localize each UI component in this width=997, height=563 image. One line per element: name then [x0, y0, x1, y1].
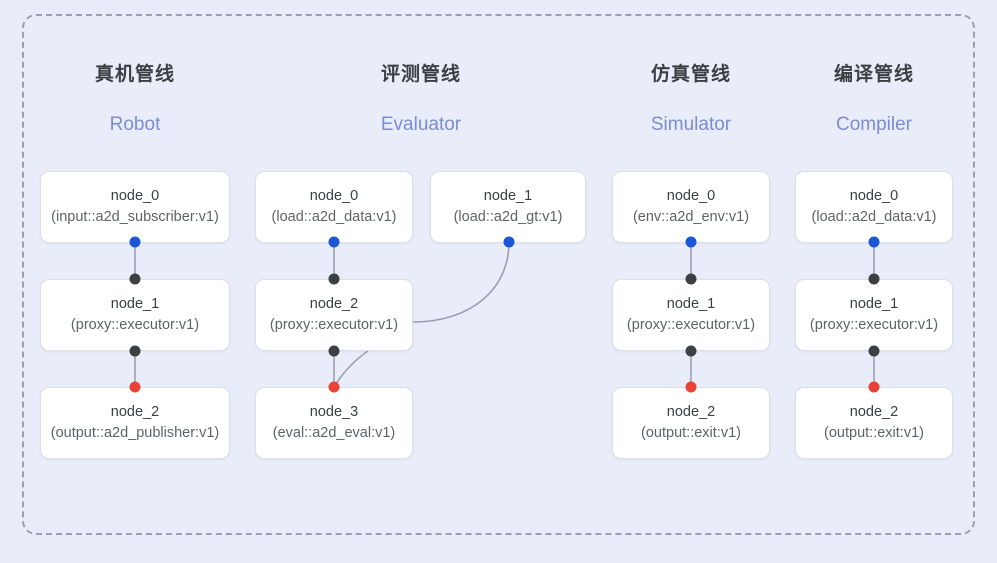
- column-header-robot: 真机管线 Robot: [40, 62, 230, 138]
- port-input-robot-node_1[interactable]: [129, 273, 141, 285]
- column-title-en-simulator: Simulator: [650, 114, 732, 135]
- port-output-robot-node_1[interactable]: [129, 345, 141, 357]
- node-label-type: (env::a2d_env:v1): [632, 209, 750, 225]
- node-robot-node_1[interactable]: node_1 (proxy::executor:v1): [40, 279, 230, 351]
- node-label-name: node_3: [309, 404, 359, 420]
- column-title-cn-evaluator: 评测管线: [380, 64, 461, 85]
- column-title-cn-compiler: 编译管线: [833, 64, 914, 85]
- node-compiler-node_0[interactable]: node_0 (load::a2d_data:v1): [795, 171, 953, 243]
- node-evaluator-node_3[interactable]: node_3 (eval::a2d_eval:v1): [255, 387, 413, 459]
- node-evaluator-node_0[interactable]: node_0 (load::a2d_data:v1): [255, 171, 413, 243]
- node-label-name: node_1: [483, 188, 533, 204]
- column-title-en-evaluator: Evaluator: [380, 114, 462, 135]
- node-label-type: (proxy::executor:v1): [269, 317, 399, 333]
- port-input-evaluator-node_0[interactable]: [328, 236, 340, 248]
- port-input-evaluator-node_1[interactable]: [503, 236, 515, 248]
- node-label-name: node_2: [110, 404, 160, 420]
- node-label-name: node_1: [666, 296, 716, 312]
- node-simulator-node_2[interactable]: node_2 (output::exit:v1): [612, 387, 770, 459]
- node-compiler-node_2[interactable]: node_2 (output::exit:v1): [795, 387, 953, 459]
- node-label-type: (output::exit:v1): [641, 425, 741, 441]
- node-label-type: (proxy::executor:v1): [626, 317, 756, 333]
- port-input-evaluator-node_2[interactable]: [328, 273, 340, 285]
- port-input-compiler-node_1[interactable]: [868, 273, 880, 285]
- node-label-name: node_0: [666, 188, 716, 204]
- column-header-simulator: 仿真管线 Simulator: [596, 62, 786, 138]
- column-title-cn-robot: 真机管线: [94, 64, 175, 85]
- port-input-robot-node_0[interactable]: [129, 236, 141, 248]
- node-label-name: node_0: [849, 188, 899, 204]
- node-label-type: (output::a2d_publisher:v1): [50, 425, 220, 441]
- port-input-simulator-node_2[interactable]: [685, 381, 697, 393]
- node-label-name: node_0: [309, 188, 359, 204]
- node-label-name: node_2: [666, 404, 716, 420]
- node-robot-node_2[interactable]: node_2 (output::a2d_publisher:v1): [40, 387, 230, 459]
- node-robot-node_0[interactable]: node_0 (input::a2d_subscriber:v1): [40, 171, 230, 243]
- node-label-type: (input::a2d_subscriber:v1): [51, 209, 219, 225]
- port-input-simulator-node_0[interactable]: [685, 236, 697, 248]
- port-input-compiler-node_2[interactable]: [868, 381, 880, 393]
- port-output-compiler-node_1[interactable]: [868, 345, 880, 357]
- pipeline-group-container: [22, 14, 975, 535]
- node-label-type: (load::a2d_gt:v1): [453, 209, 563, 225]
- node-label-name: node_1: [849, 296, 899, 312]
- node-evaluator-node_2[interactable]: node_2 (proxy::executor:v1): [255, 279, 413, 351]
- column-header-evaluator: 评测管线 Evaluator: [326, 62, 516, 138]
- node-label-type: (output::exit:v1): [824, 425, 924, 441]
- node-label-name: node_1: [110, 296, 160, 312]
- port-output-simulator-node_1[interactable]: [685, 345, 697, 357]
- port-input-evaluator-node_3[interactable]: [328, 381, 340, 393]
- node-evaluator-node_1[interactable]: node_1 (load::a2d_gt:v1): [430, 171, 586, 243]
- column-title-en-compiler: Compiler: [835, 114, 913, 135]
- node-compiler-node_1[interactable]: node_1 (proxy::executor:v1): [795, 279, 953, 351]
- node-label-type: (proxy::executor:v1): [809, 317, 939, 333]
- column-title-en-robot: Robot: [109, 114, 161, 135]
- node-label-name: node_0: [110, 188, 160, 204]
- node-label-type: (proxy::executor:v1): [70, 317, 200, 333]
- node-label-type: (load::a2d_data:v1): [811, 209, 937, 225]
- node-simulator-node_0[interactable]: node_0 (env::a2d_env:v1): [612, 171, 770, 243]
- port-input-simulator-node_1[interactable]: [685, 273, 697, 285]
- column-title-cn-simulator: 仿真管线: [650, 64, 731, 85]
- node-label-type: (load::a2d_data:v1): [271, 209, 397, 225]
- port-output-evaluator-node_2[interactable]: [328, 345, 340, 357]
- node-label-name: node_2: [309, 296, 359, 312]
- node-simulator-node_1[interactable]: node_1 (proxy::executor:v1): [612, 279, 770, 351]
- port-input-compiler-node_0[interactable]: [868, 236, 880, 248]
- port-input-robot-node_2[interactable]: [129, 381, 141, 393]
- node-label-name: node_2: [849, 404, 899, 420]
- node-label-type: (eval::a2d_eval:v1): [272, 425, 396, 441]
- column-header-compiler: 编译管线 Compiler: [779, 62, 969, 138]
